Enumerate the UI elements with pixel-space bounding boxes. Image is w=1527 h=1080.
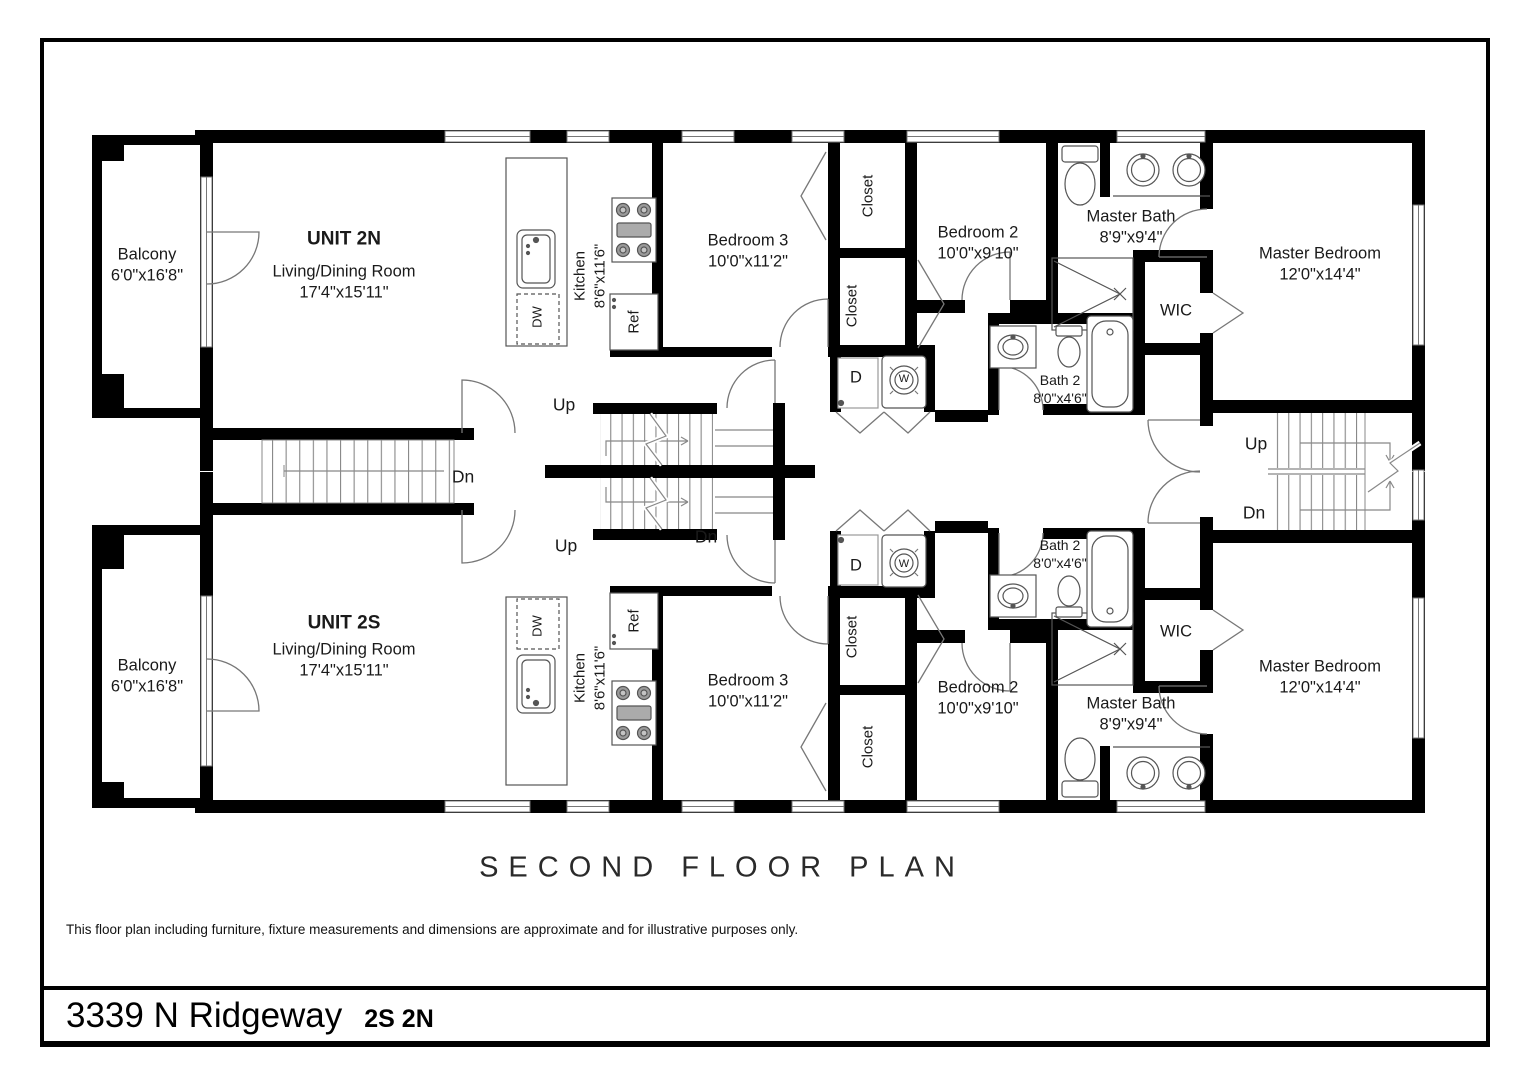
laundry-fixtures [837, 355, 927, 409]
wic-label-2s: WIC [1159, 622, 1193, 641]
room-name: Living/Dining Room [272, 640, 416, 659]
room-name: Balcony [117, 245, 177, 264]
stair-up-label-right: Up [1244, 433, 1268, 454]
room-name: Master Bath [1086, 694, 1176, 713]
room-dims: 8'6"x11'6" [591, 243, 608, 309]
plan-title: SECOND FLOOR PLAN [479, 851, 965, 884]
room-dims: 10'0"x11'2" [707, 693, 789, 711]
room-name: Kitchen [571, 652, 589, 704]
center-stairs [545, 403, 815, 540]
room-label-bedroom2-2s: Bedroom 2 10'0"x9'10" [937, 678, 1018, 721]
room-dims: 8'0"x4'6" [1033, 555, 1087, 571]
room-name: Kitchen [571, 250, 589, 302]
closet-label-2n-b: Closet [843, 284, 861, 328]
address-text: 3339 N Ridgeway [66, 996, 343, 1035]
sink-icon [1172, 153, 1206, 187]
stair-up-label-center-bottom: Up [554, 535, 578, 556]
room-name: Living/Dining Room [272, 262, 416, 281]
room-label-bedroom3-2s: Bedroom 3 10'0"x11'2" [708, 671, 789, 714]
room-dims: 6'0"x16'8" [110, 267, 184, 285]
refrigerator-label-2n: Ref [625, 310, 643, 334]
stair-down-label-center-bottom: Dn [694, 526, 718, 547]
room-name: Bedroom 2 [937, 678, 1019, 697]
room-label-kitchen-2n: Kitchen 8'6"x11'6" [571, 244, 610, 308]
door-arcs [206, 151, 1245, 473]
washer-label-2s: W [898, 557, 910, 570]
refrigerator-icon [609, 293, 659, 351]
dishwasher-icon [516, 293, 560, 345]
toilet-icon [1055, 325, 1083, 368]
stair-down-label-right: Dn [1242, 502, 1266, 523]
room-name: Bedroom 2 [937, 223, 1019, 242]
room-dims: 17'4"x15'11" [299, 284, 389, 302]
room-label-bath2-2s: Bath 2 8'0"x4'6" [1033, 536, 1086, 572]
stair-down-label-left: Dn [451, 466, 475, 487]
room-name: Bedroom 3 [707, 231, 789, 250]
room-dims: 12'0"x14'4" [1279, 679, 1361, 697]
room-label-kitchen-2s: Kitchen 8'6"x11'6" [571, 646, 610, 710]
corridor-stairs-geometry [261, 400, 1425, 543]
room-label-living-2n: Living/Dining Room 17'4"x15'11" [272, 262, 415, 305]
room-label-masterbath-2n: Master Bath 8'9"x9'4" [1087, 207, 1176, 250]
page-frame [40, 38, 1490, 1047]
room-name: Bath 2 [1039, 536, 1081, 553]
sink-icon [997, 334, 1029, 360]
kitchen-sink-icon [516, 229, 556, 289]
stove-icon [611, 197, 657, 263]
dishwasher-label-2n: DW [529, 306, 545, 328]
room-label-balcony-2s: Balcony 6'0"x16'8" [111, 656, 183, 699]
sink-icon [1126, 153, 1160, 187]
room-dims: 12'0"x14'4" [1279, 266, 1361, 284]
unit-2n-title: UNIT 2N [307, 228, 381, 250]
room-dims: 17'4"x15'11" [299, 662, 389, 680]
room-name: Bedroom 3 [707, 671, 789, 690]
room-label-balcony-2n: Balcony 6'0"x16'8" [111, 245, 183, 288]
unit-2s-title: UNIT 2S [307, 612, 381, 634]
left-stair [261, 439, 455, 504]
units-tag: 2S 2N [364, 1005, 434, 1033]
room-label-living-2s: Living/Dining Room 17'4"x15'11" [272, 640, 415, 683]
refrigerator-label-2s: Ref [625, 609, 643, 633]
room-label-masterbedroom-2s: Master Bedroom 12'0"x14'4" [1259, 657, 1381, 700]
washer-label-2n: W [898, 372, 910, 385]
room-dims: 8'6"x11'6" [591, 645, 608, 711]
room-dims: 8'0"x4'6" [1033, 390, 1087, 406]
windows [200, 130, 1425, 348]
room-dims: 10'0"x9'10" [937, 245, 1019, 263]
room-name: Bath 2 [1039, 371, 1081, 388]
room-label-bedroom3-2n: Bedroom 3 10'0"x11'2" [708, 231, 789, 274]
kitchen-fixtures [505, 157, 659, 351]
room-dims: 10'0"x9'10" [937, 700, 1019, 718]
stair-up-label-center-top: Up [552, 394, 576, 415]
toilet-icon [1061, 145, 1099, 206]
address-bar: 3339 N Ridgeway 2S 2N [66, 996, 434, 1036]
room-dims: 8'9"x9'4" [1099, 229, 1163, 247]
closet-label-2s-b: Closet [859, 725, 877, 769]
closet-label-2n-a: Closet [859, 174, 877, 218]
room-name: Balcony [117, 656, 177, 675]
room-dims: 10'0"x11'2" [707, 253, 789, 271]
room-name: Master Bedroom [1259, 657, 1381, 676]
bath2-fixtures [989, 315, 1134, 413]
room-label-bedroom2-2n: Bedroom 2 10'0"x9'10" [937, 223, 1018, 266]
dishwasher-label-2s: DW [529, 615, 545, 637]
right-stair [1200, 400, 1425, 543]
master-bath-fixtures [1051, 145, 1210, 331]
closet-label-2s-a: Closet [843, 615, 861, 659]
dryer-label-2n: D [850, 368, 862, 387]
room-name: Master Bedroom [1259, 244, 1381, 263]
wic-label-2n: WIC [1159, 301, 1193, 320]
room-label-masterbedroom-2n: Master Bedroom 12'0"x14'4" [1259, 244, 1381, 287]
bathtub-icon [1086, 315, 1134, 413]
disclaimer-text: This floor plan including furniture, fix… [66, 922, 799, 937]
washer-icon [881, 355, 927, 409]
room-label-bath2-2n: Bath 2 8'0"x4'6" [1033, 371, 1086, 407]
room-dims: 6'0"x16'8" [110, 678, 184, 696]
room-name: Master Bath [1086, 207, 1176, 226]
room-label-masterbath-2s: Master Bath 8'9"x9'4" [1087, 694, 1176, 737]
dryer-label-2s: D [850, 556, 862, 575]
room-dims: 8'9"x9'4" [1099, 716, 1163, 734]
